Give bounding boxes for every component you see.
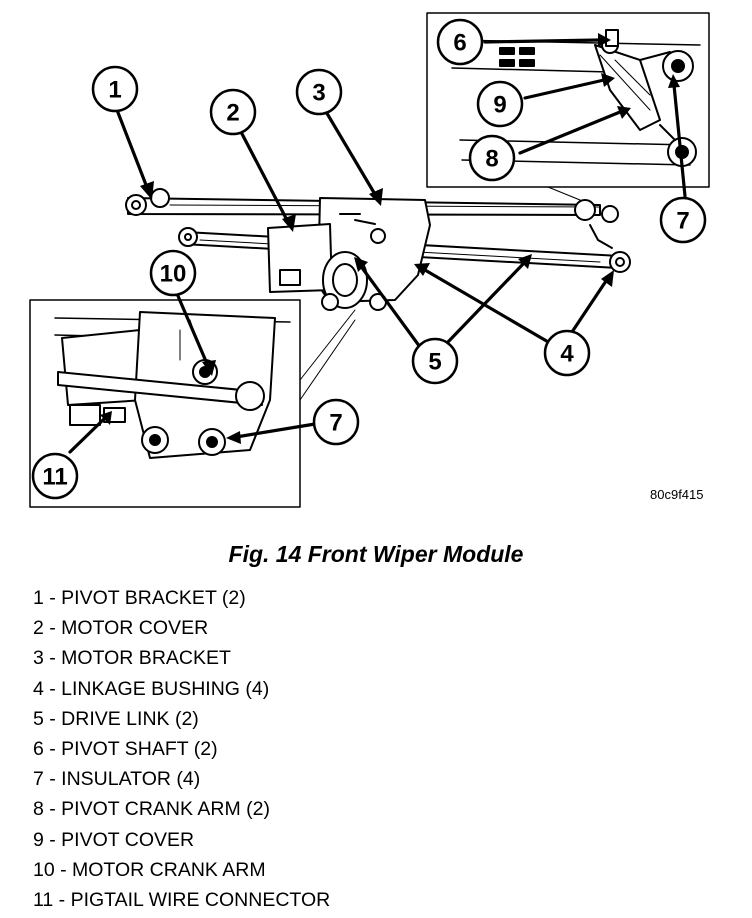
- callout-1-circle: [91, 65, 139, 113]
- legend-item: 10 - MOTOR CRANK ARM: [33, 858, 266, 881]
- callout-3-circle: [295, 68, 343, 116]
- callout-8-circle: [468, 134, 516, 182]
- legend-item: 11 - PIGTAIL WIRE CONNECTOR: [33, 888, 331, 911]
- inset-leader-line: [547, 186, 581, 201]
- callout-5-label: 5: [428, 349, 441, 376]
- callout-7b-circle: [312, 398, 360, 446]
- callout-8-label: 8: [485, 146, 498, 173]
- callout-10-label: 10: [160, 261, 187, 288]
- legend-item: 2 - MOTOR COVER: [33, 617, 209, 640]
- legend-item: 5 - DRIVE LINK (2): [33, 707, 199, 730]
- callout-6-circle: [436, 18, 484, 66]
- legend-item: 7 - INSULATOR (4): [33, 768, 201, 791]
- callout-7-circle: [659, 196, 707, 244]
- callout-2-circle: [209, 88, 257, 136]
- callout-7b-label: 7: [329, 410, 342, 437]
- motor-detail-drawing: [54, 311, 291, 459]
- callout-9-label: 9: [493, 92, 506, 119]
- callout-11-label: 11: [42, 464, 67, 491]
- parts-legend: 1 - PIVOT BRACKET (2) 2 - MOTOR COVER 3 …: [33, 585, 330, 917]
- callout-1-label: 1: [108, 77, 121, 104]
- legend-item: 4 - LINKAGE BUSHING (4): [33, 677, 270, 700]
- callout-leaders: [68, 38, 687, 454]
- callout-circles: [31, 18, 707, 500]
- inset-bottom-left-frame: [29, 299, 301, 508]
- legend-item: 6 - PIVOT SHAFT (2): [33, 737, 218, 760]
- callout-5-circle: [411, 337, 459, 385]
- callout-4-label: 4: [560, 341, 574, 368]
- callout-arrowheads: [100, 33, 680, 444]
- callout-2-label: 2: [226, 100, 239, 127]
- inset-top-right-frame: [426, 12, 710, 188]
- figure-title: Fig. 14 Front Wiper Module: [228, 541, 524, 567]
- legend-item: 1 - PIVOT BRACKET (2): [33, 587, 246, 609]
- callout-9-circle: [476, 80, 524, 128]
- wiper-module-diagram: 1 2 3 4 5 6 7 8 9 10 11 7: [29, 12, 710, 508]
- callout-3-label: 3: [312, 80, 325, 107]
- legend-item: 8 - PIVOT CRANK ARM (2): [33, 798, 270, 821]
- callout-11-circle: [31, 452, 79, 500]
- callout-10-circle: [149, 249, 197, 297]
- callout-7-label: 7: [676, 208, 689, 235]
- inset-leader-line: [299, 309, 356, 381]
- callout-4-circle: [543, 329, 591, 377]
- legend-item: 9 - PIVOT COVER: [33, 828, 195, 851]
- callout-6-label: 6: [453, 30, 466, 57]
- legend-item: 3 - MOTOR BRACKET: [33, 647, 231, 670]
- motor-assembly: [267, 197, 431, 311]
- inset-leader-line: [299, 319, 356, 401]
- figure-reference-code: 80c9f415: [650, 487, 704, 502]
